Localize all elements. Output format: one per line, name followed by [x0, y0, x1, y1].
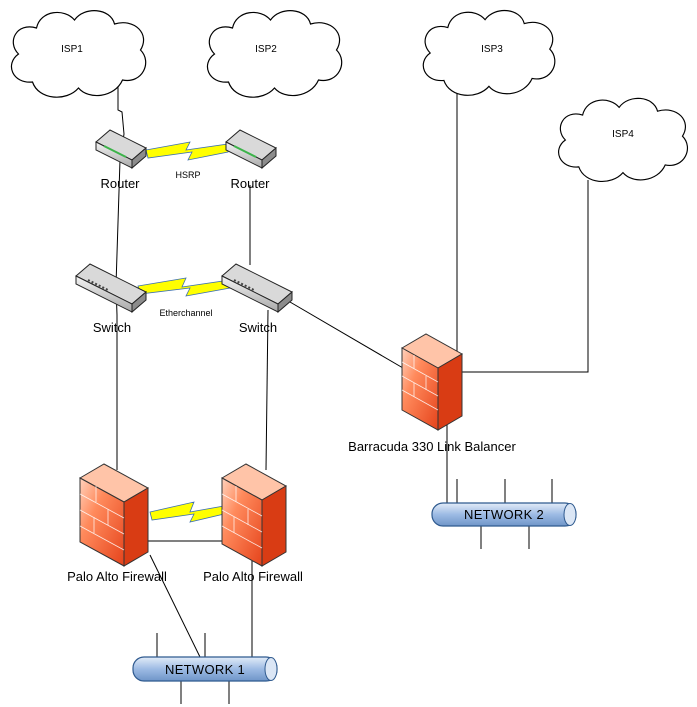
network-2-bus: NETWORK 2 [431, 479, 577, 549]
firewall-2-label: Palo Alto Firewall [203, 569, 303, 584]
isp3-label: ISP3 [481, 44, 503, 55]
firewall1-network1-wire [149, 554, 201, 658]
balancer-label: Barracuda 330 Link Balancer [348, 439, 516, 454]
network-2-label: NETWORK 2 [464, 507, 544, 522]
firewall-icon [220, 463, 288, 567]
firewall-1: Palo Alto Firewall [67, 463, 167, 584]
barracuda-link-balancer: Barracuda 330 Link Balancer [348, 333, 516, 454]
switch-1-label: Switch [93, 320, 131, 335]
isp4-balancer-wire [462, 180, 589, 373]
firewall-1-label: Palo Alto Firewall [67, 569, 167, 584]
isp2-label: ISP2 [255, 44, 277, 55]
firewall-lightning-link [149, 501, 225, 523]
hsrp-link: HSRP [145, 141, 229, 180]
switch2-firewall2-wire [265, 309, 269, 471]
firewall-2: Palo Alto Firewall [203, 463, 303, 584]
switch2-balancer-wire [289, 301, 404, 369]
router-icon [95, 129, 147, 170]
isp4-label: ISP4 [612, 129, 634, 140]
lightning-icon [145, 141, 229, 161]
isp3-cloud: ISP3 [422, 9, 556, 96]
router-icon [225, 129, 277, 170]
firewall-icon [78, 463, 150, 567]
router-2: Router [225, 129, 277, 191]
switch-icon [221, 263, 293, 314]
switch-icon [75, 263, 147, 314]
router-1: Router [95, 129, 147, 191]
hsrp-label: HSRP [175, 170, 200, 180]
etherchannel-link: Etherchannel [137, 277, 231, 318]
etherchannel-label: Etherchannel [159, 308, 212, 318]
lightning-icon [149, 501, 225, 523]
network-1-bus: NETWORK 1 [132, 633, 278, 704]
isp1-cloud: ISP1 [10, 10, 147, 98]
switch-1: Switch [75, 263, 147, 335]
isp1-label: ISP1 [61, 44, 83, 55]
isp2-cloud: ISP2 [206, 10, 343, 98]
router-1-label: Router [100, 176, 140, 191]
isp4-cloud: ISP4 [558, 97, 689, 183]
lightning-icon [137, 277, 231, 297]
switch-2: Switch [221, 263, 293, 335]
firewall-icon [400, 333, 464, 431]
network-1-label: NETWORK 1 [165, 662, 245, 677]
router-2-label: Router [230, 176, 270, 191]
switch-2-label: Switch [239, 320, 277, 335]
